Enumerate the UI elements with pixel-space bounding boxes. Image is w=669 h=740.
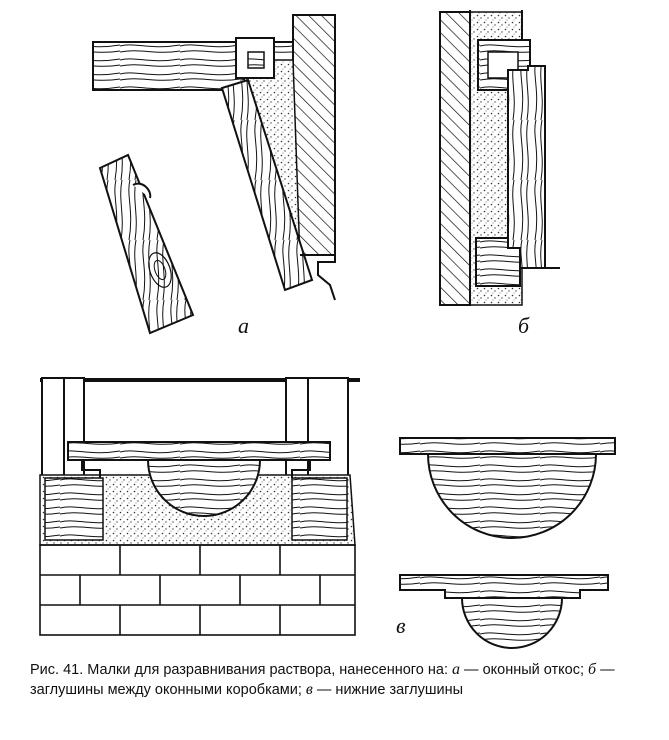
label-a: а <box>238 313 249 338</box>
caption-letter-v: в <box>305 681 313 698</box>
caption-number: Рис. 41. <box>30 662 84 678</box>
caption-letter-a: а <box>452 661 461 678</box>
figure-drawing: а б <box>39 10 616 649</box>
caption-text-2: — оконный откос; <box>460 662 589 678</box>
drawing-v-sill-float <box>39 377 616 649</box>
figure-caption: Рис. 41. Малки для разравнивания раствор… <box>30 660 650 700</box>
caption-text-1: Малки для разравнивания раствора, нанесе… <box>83 662 453 678</box>
caption-letter-b: б <box>588 661 597 678</box>
label-v: в <box>396 613 406 638</box>
caption-text-4: — нижние заглушины <box>312 682 463 698</box>
caption-text-3: — заглушины между оконными коробками; <box>30 662 615 698</box>
drawing-a-window-slope <box>92 14 336 335</box>
label-b: б <box>518 313 530 338</box>
drawing-b-pier-float <box>439 10 560 306</box>
